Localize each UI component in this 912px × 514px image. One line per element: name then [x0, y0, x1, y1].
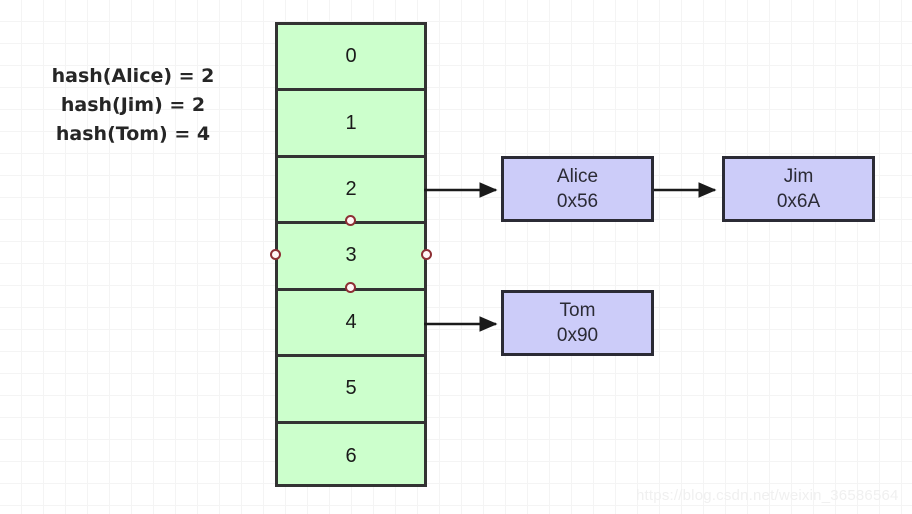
bucket-slot-1[interactable]: 1: [278, 91, 424, 158]
node-address: 0x56: [556, 191, 599, 212]
node-box-jim[interactable]: Jim 0x6A: [722, 156, 875, 222]
bucket-slot-label: 3: [345, 244, 357, 267]
bucket-slot-3-selected[interactable]: 3: [278, 224, 424, 291]
node-address: 0x6A: [776, 191, 821, 212]
selection-handle-bottom[interactable]: [345, 282, 356, 293]
hash-legend-line-alice: hash(Alice) = 2: [51, 65, 215, 87]
bucket-slot-6[interactable]: 6: [278, 424, 424, 490]
node-address: 0x90: [556, 325, 599, 346]
hash-legend: hash(Alice) = 2 hash(Jim) = 2 hash(Tom) …: [18, 62, 248, 149]
bucket-slot-5[interactable]: 5: [278, 357, 424, 424]
node-name: Alice: [556, 166, 599, 187]
bucket-slot-label: 6: [345, 445, 357, 468]
watermark-text: https://blog.csdn.net/weixin_36586564: [636, 487, 899, 504]
bucket-slot-label: 4: [345, 310, 357, 333]
bucket-slot-label: 0: [345, 45, 357, 68]
hash-legend-line-jim: hash(Jim) = 2: [60, 94, 206, 116]
bucket-slot-0[interactable]: 0: [278, 25, 424, 92]
selection-handle-right[interactable]: [421, 249, 432, 260]
selection-handle-left[interactable]: [270, 249, 281, 260]
node-box-alice[interactable]: Alice 0x56: [501, 156, 654, 222]
bucket-slot-4[interactable]: 4: [278, 291, 424, 358]
bucket-slot-label: 5: [345, 377, 357, 400]
connector-slot2-to-alice: [424, 182, 498, 198]
connector-slot4-to-tom: [424, 316, 498, 332]
connector-alice-to-jim: [651, 182, 717, 198]
hash-legend-line-tom: hash(Tom) = 4: [55, 123, 211, 145]
node-name: Tom: [559, 300, 596, 321]
bucket-slot-label: 2: [345, 178, 357, 201]
node-box-tom[interactable]: Tom 0x90: [501, 290, 654, 356]
selection-handle-top[interactable]: [345, 215, 356, 226]
node-name: Jim: [783, 166, 814, 187]
hash-bucket-array[interactable]: 0 1 2 3 4 5 6: [275, 22, 427, 487]
bucket-slot-label: 1: [345, 111, 357, 134]
